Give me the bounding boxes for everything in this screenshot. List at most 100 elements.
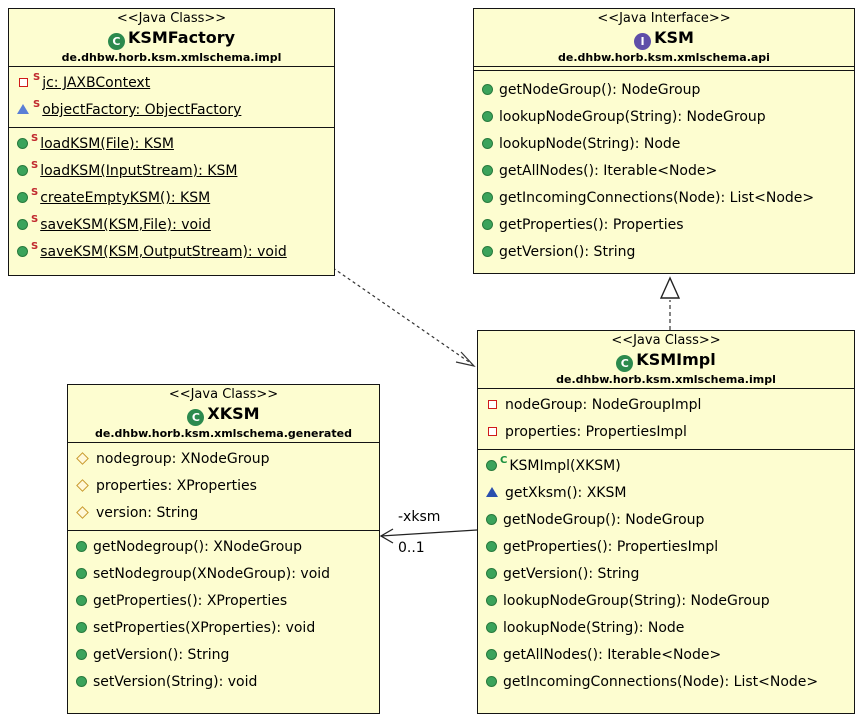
field-row[interactable]: properties: PropertiesImpl	[478, 419, 854, 446]
method-row[interactable]: getNodegroup(): XNodeGroup	[68, 534, 379, 561]
public-method-icon	[486, 568, 497, 579]
public-method-icon	[482, 165, 493, 176]
constructor-marker-icon: C	[500, 455, 508, 466]
public-method-icon	[17, 219, 28, 230]
interface-icon: I	[634, 33, 652, 50]
class-icon: C	[107, 33, 125, 50]
field-row[interactable]: properties: XProperties	[68, 473, 379, 500]
fields-section	[474, 66, 854, 70]
association-multiplicity-label: 0..1	[398, 540, 425, 556]
package-field-icon	[76, 506, 89, 519]
public-method-icon	[76, 649, 87, 660]
method-row[interactable]: getVersion(): String	[68, 642, 379, 669]
public-method-icon	[76, 568, 87, 579]
method-row[interactable]: getNodeGroup(): NodeGroup	[478, 507, 854, 534]
method-row[interactable]: getProperties(): XProperties	[68, 588, 379, 615]
method-row[interactable]: setProperties(XProperties): void	[68, 615, 379, 642]
public-method-icon	[76, 622, 87, 633]
method-row[interactable]: setNodegroup(XNodeGroup): void	[68, 561, 379, 588]
public-method-icon	[486, 676, 497, 687]
package-name: de.dhbw.horb.ksm.xmlschema.generated	[95, 427, 352, 440]
public-method-icon	[486, 514, 497, 525]
protected-field-icon	[17, 104, 29, 114]
public-method-icon	[482, 219, 493, 230]
public-method-icon	[76, 541, 87, 552]
public-method-icon	[486, 622, 497, 633]
static-marker-icon: S	[31, 160, 39, 171]
method-row[interactable]: lookupNode(String): Node	[474, 131, 854, 158]
method-row[interactable]: getAllNodes(): Iterable<Node>	[478, 642, 854, 669]
methods-section: getNodegroup(): XNodeGroup setNodegroup(…	[68, 530, 379, 699]
package-name: de.dhbw.horb.ksm.xmlschema.api	[558, 51, 770, 64]
method-row[interactable]: getProperties(): PropertiesImpl	[478, 534, 854, 561]
protected-method-icon	[486, 487, 498, 497]
package-name: de.dhbw.horb.ksm.xmlschema.impl	[556, 373, 776, 386]
package-field-icon	[76, 452, 89, 465]
static-marker-icon: S	[31, 187, 39, 198]
method-row[interactable]: lookupNodeGroup(String): NodeGroup	[474, 104, 854, 131]
public-method-icon	[486, 541, 497, 552]
association-line	[380, 529, 478, 537]
field-row[interactable]: version: String	[68, 500, 379, 527]
static-marker-icon: S	[33, 72, 41, 83]
method-row[interactable]: getXksm(): XKSM	[478, 480, 854, 507]
method-row[interactable]: getNodeGroup(): NodeGroup	[474, 77, 854, 104]
stereotype: <<Java Class>>	[611, 333, 721, 348]
public-method-icon	[17, 246, 28, 257]
method-row[interactable]: getVersion(): String	[478, 561, 854, 588]
method-row[interactable]: getVersion(): String	[474, 239, 854, 266]
method-row[interactable]: lookupNode(String): Node	[478, 615, 854, 642]
stereotype: <<Java Class>>	[116, 11, 227, 26]
method-row[interactable]: lookupNodeGroup(String): NodeGroup	[478, 588, 854, 615]
association-arrowhead	[379, 528, 394, 544]
public-method-icon	[482, 111, 493, 122]
public-method-icon	[76, 595, 87, 606]
package-field-icon	[76, 479, 89, 492]
method-row[interactable]: setVersion(String): void	[68, 669, 379, 696]
method-row[interactable]: getProperties(): Properties	[474, 212, 854, 239]
public-method-icon	[482, 246, 493, 257]
methods-section: getNodeGroup(): NodeGroup lookupNodeGrou…	[474, 70, 854, 269]
stereotype: <<Java Interface>>	[597, 11, 731, 26]
association-role-label: -xksm	[398, 509, 441, 525]
dependency-arrowhead	[455, 351, 476, 368]
method-row[interactable]: getAllNodes(): Iterable<Node>	[474, 158, 854, 185]
field-row[interactable]: nodegroup: XNodeGroup	[68, 446, 379, 473]
public-method-icon	[76, 676, 87, 687]
stereotype: <<Java Class>>	[168, 387, 279, 402]
public-method-icon	[17, 192, 28, 203]
dependency-line	[332, 267, 473, 365]
method-row[interactable]: getIncomingConnections(Node): List<Node>	[474, 185, 854, 212]
fields-section: nodegroup: XNodeGroup properties: XPrope…	[68, 442, 379, 530]
class-icon: C	[616, 355, 634, 372]
field-row[interactable]: nodeGroup: NodeGroupImpl	[478, 392, 854, 419]
public-method-icon	[486, 595, 497, 606]
static-marker-icon: S	[31, 214, 39, 225]
method-row[interactable]: getIncomingConnections(Node): List<Node>	[478, 669, 854, 696]
fields-section: nodeGroup: NodeGroupImpl properties: Pro…	[478, 388, 854, 449]
private-field-icon	[488, 400, 497, 409]
